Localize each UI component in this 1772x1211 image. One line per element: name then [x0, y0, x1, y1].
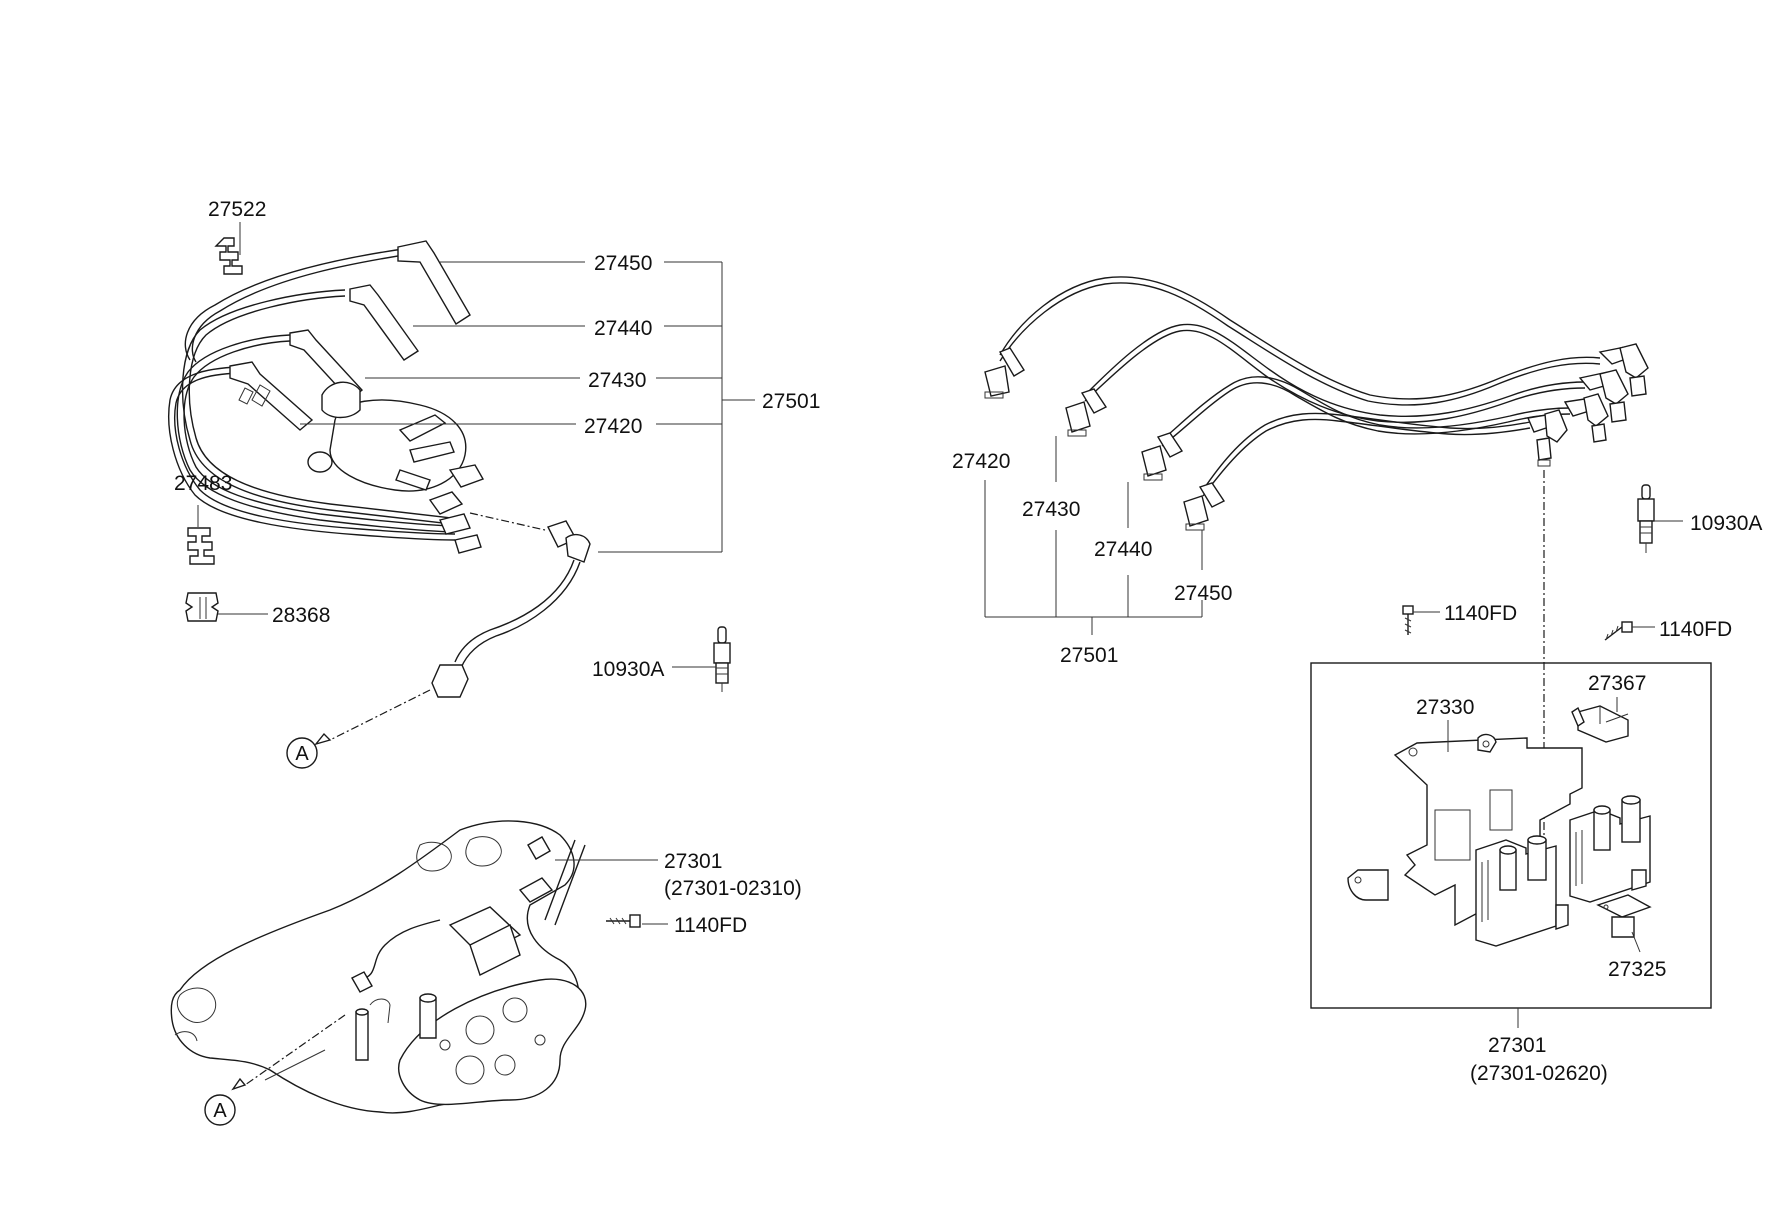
callout-labels: 27522 27450 27440 27430 27420 27501 2748… — [174, 198, 1762, 1085]
callout-27301-left: 27301 — [664, 850, 722, 873]
callout-1140FD-left: 1140FD — [674, 914, 747, 937]
connector-27367 — [1571, 705, 1629, 743]
svg-text:A: A — [295, 743, 309, 765]
callout-27301-left-sub: (27301-02310) — [664, 877, 802, 900]
callout-27430-left: 27430 — [588, 369, 646, 392]
callout-27501-right: 27501 — [1060, 644, 1118, 667]
callout-27301-right: 27301 — [1488, 1034, 1546, 1057]
distributor-cap — [238, 381, 467, 492]
callout-27522: 27522 — [208, 198, 266, 221]
callout-27420-left: 27420 — [584, 415, 642, 438]
svg-text:A: A — [213, 1100, 227, 1122]
callout-27501-left: 27501 — [762, 390, 820, 413]
callout-10930A-right: 10930A — [1690, 512, 1762, 535]
callout-1140FD-right-2: 1140FD — [1659, 618, 1732, 641]
bolt-right-2 — [1604, 621, 1633, 641]
right-wire-set-illustration — [984, 276, 1649, 835]
coil-assembly-box — [1310, 662, 1712, 1009]
leader-lines-right — [984, 436, 1683, 1028]
callout-27420-right: 27420 — [952, 450, 1010, 473]
view-marker-a-bottom: A — [204, 1094, 236, 1126]
wire-clip-28368 — [185, 592, 219, 622]
wire-clip-27522 — [214, 237, 243, 275]
callout-27325: 27325 — [1608, 958, 1666, 981]
intake-manifold-illustration — [170, 820, 587, 1114]
callout-10930A-left: 10930A — [592, 658, 664, 681]
callout-27440-left: 27440 — [594, 317, 652, 340]
spark-plug-left — [713, 626, 731, 692]
bolt-left — [606, 914, 641, 928]
wire-clip-27483 — [187, 527, 215, 565]
bolt-right-1 — [1402, 605, 1414, 635]
callout-1140FD-right-1: 1140FD — [1444, 602, 1517, 625]
callout-27440-right: 27440 — [1094, 538, 1152, 561]
callout-27483: 27483 — [174, 472, 232, 495]
callout-27430-right: 27430 — [1022, 498, 1080, 521]
callout-27301-right-sub: (27301-02620) — [1470, 1062, 1608, 1085]
left-wire-set-illustration — [168, 237, 591, 746]
callout-27367: 27367 — [1588, 672, 1646, 695]
leader-lines-left — [197, 222, 755, 925]
view-marker-a-top: A — [286, 737, 318, 769]
callout-28368: 28368 — [272, 604, 330, 627]
spark-plug-right — [1637, 484, 1655, 553]
callout-27450-right: 27450 — [1174, 582, 1232, 605]
callout-27450-left: 27450 — [594, 252, 652, 275]
callout-27330: 27330 — [1416, 696, 1474, 719]
